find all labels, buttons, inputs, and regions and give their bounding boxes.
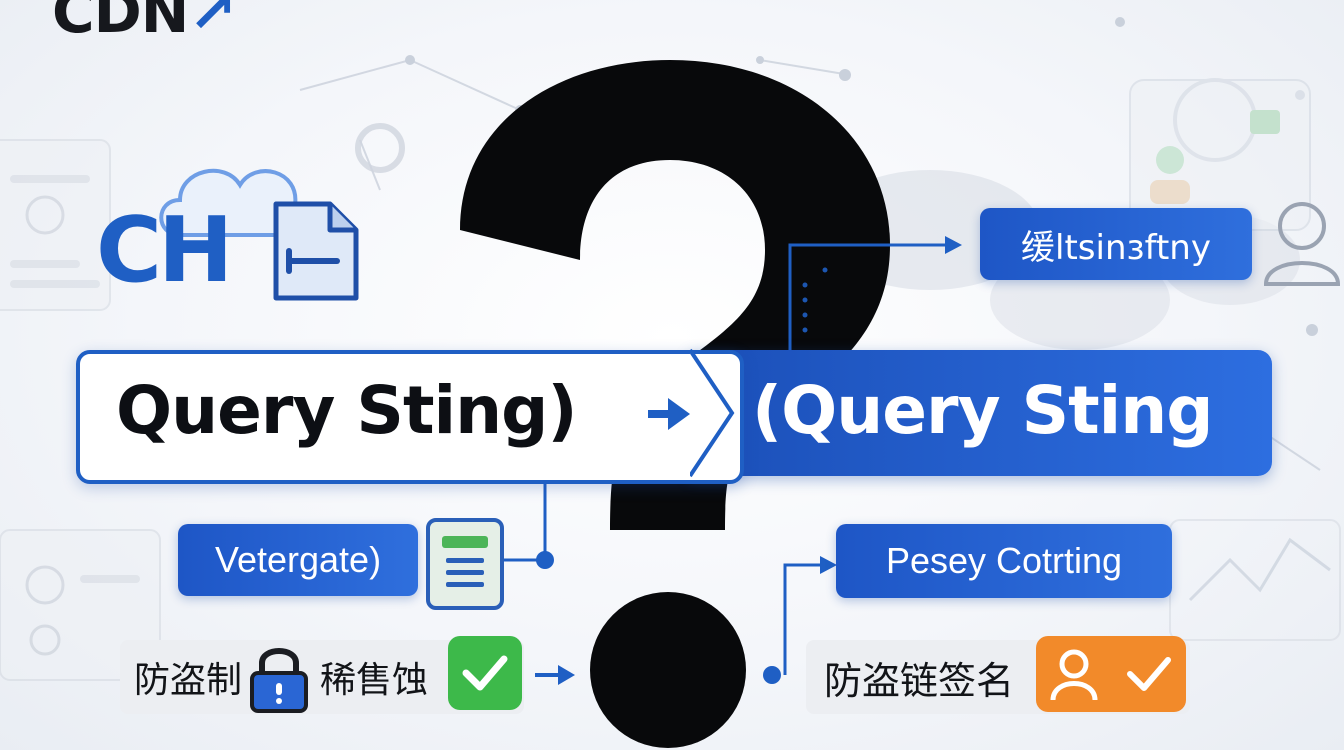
tag-bottom-left-text-a: 防盗制 bbox=[134, 660, 243, 701]
tag-bottom-left-text-b: 稀售蚀 bbox=[320, 660, 429, 701]
tag-bottom-right-text: 防盗链签名 bbox=[824, 658, 1015, 703]
banner-right-text: (Query Sting bbox=[752, 372, 1214, 449]
arrow-right-icon bbox=[820, 556, 837, 574]
arrow-right-icon bbox=[648, 398, 690, 430]
arrow-right-icon bbox=[558, 665, 575, 685]
logo-accent-icon: ↗ bbox=[188, 0, 237, 46]
list-icon bbox=[426, 518, 504, 610]
document-icon bbox=[273, 201, 359, 301]
user-outline-icon bbox=[1263, 202, 1341, 286]
banner-chevron bbox=[690, 348, 735, 478]
check-icon bbox=[448, 636, 522, 710]
banner-left bbox=[76, 350, 744, 484]
arrow-right-icon bbox=[945, 236, 962, 254]
tag-left-middle: Vetergate) bbox=[178, 524, 418, 596]
user-icon bbox=[1050, 649, 1097, 701]
question-mark-icon bbox=[460, 60, 890, 748]
orange-badge bbox=[1036, 636, 1186, 712]
brand-mark: CH bbox=[96, 198, 233, 303]
banner-left-text: Query Sting) bbox=[116, 372, 578, 449]
check-icon bbox=[1126, 657, 1171, 691]
logo-text: CDN bbox=[52, 0, 189, 46]
tag-top-right: 缓ltsinзftny bbox=[980, 208, 1252, 280]
cdn-logo: CDN↗ bbox=[52, 0, 237, 46]
tag-right-middle: Pesey Cotrting bbox=[836, 524, 1172, 598]
lock-icon bbox=[250, 648, 309, 713]
banner-right bbox=[690, 350, 1272, 476]
